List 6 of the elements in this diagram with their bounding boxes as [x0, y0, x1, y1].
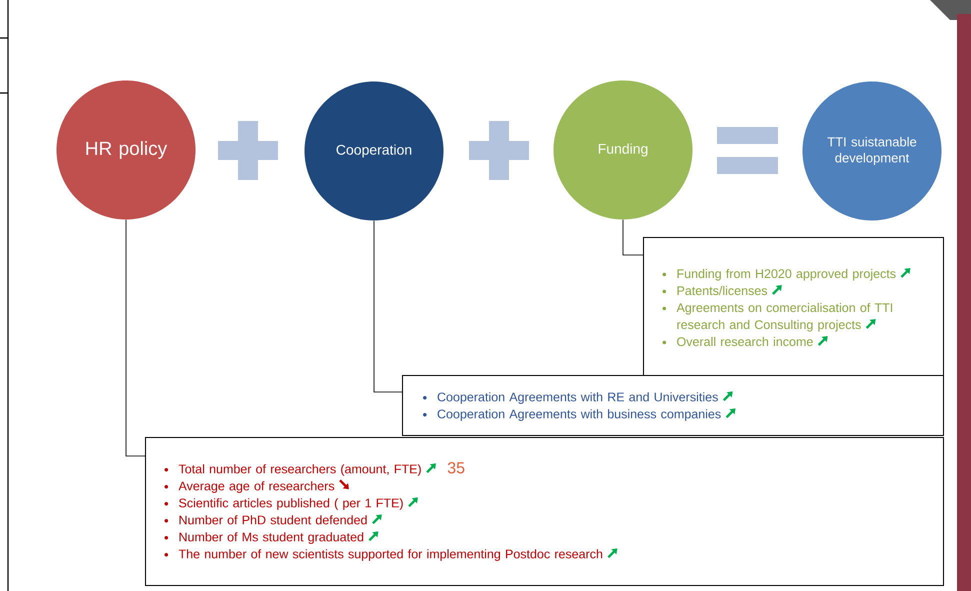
- bullet-list-box: Funding from H2020 approved projects Patents/licenses Agreements on comercialisation of TTI research and Consulting projects Overall research income: [643, 237, 944, 376]
- bullet-list-box: Cooperation Agreements with RE and Universities Cooperation Agreements with business companies: [402, 375, 944, 436]
- leader-line: [126, 219, 146, 456]
- leader-line: [374, 220, 402, 392]
- value-label: 35: [448, 462, 464, 474]
- leader-line: [622, 219, 644, 256]
